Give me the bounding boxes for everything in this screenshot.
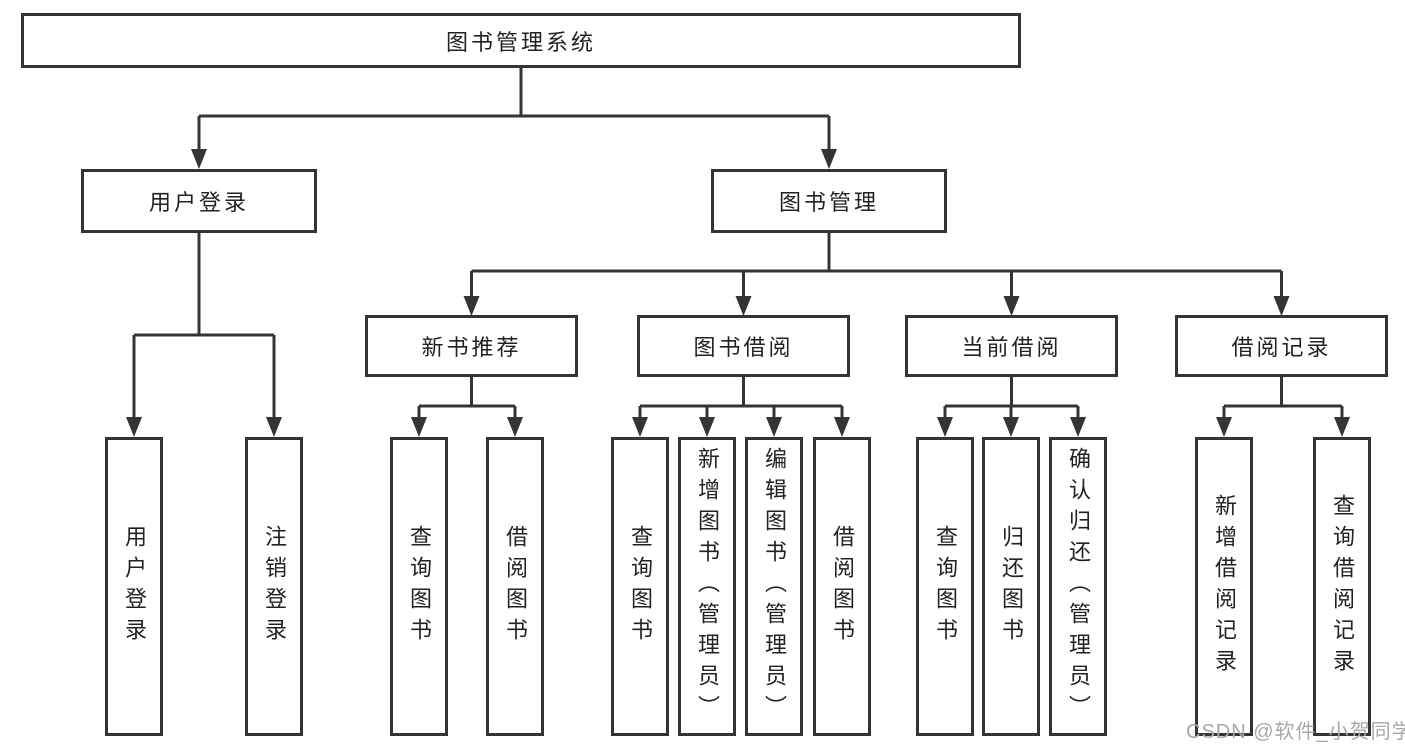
arrow-icon <box>1070 417 1086 437</box>
arrow-icon <box>507 417 523 437</box>
node-label: 查询图书 <box>407 524 432 649</box>
arrow-icon <box>1334 417 1350 437</box>
leaf-return-books: 归还图书 <box>982 437 1040 736</box>
arrow-icon <box>1273 296 1290 316</box>
node-borrow-records: 借阅记录 <box>1175 315 1388 377</box>
node-label: 图书管理系统 <box>445 29 596 55</box>
node-label: 借阅图书 <box>503 524 528 649</box>
arrow-icon <box>1003 296 1020 316</box>
node-label: 用户登录 <box>148 190 249 215</box>
node-current-borrow: 当前借阅 <box>905 315 1118 377</box>
leaf-add-borrow-record: 新增借阅记录 <box>1195 437 1253 736</box>
leaf-borrow-books: 借阅图书 <box>486 437 544 736</box>
node-label: 归还图书 <box>999 524 1024 649</box>
node-new-book-recommend: 新书推荐 <box>365 315 578 377</box>
node-label: 查询借阅记录 <box>1330 493 1355 680</box>
node-label: 新增图书（管理员） <box>695 447 720 726</box>
arrow-icon <box>1216 417 1232 437</box>
leaf-confirm-return-admin: 确认归还（管理员） <box>1049 437 1107 736</box>
arrow-icon <box>834 417 850 437</box>
node-library-management-system: 图书管理系统 <box>21 13 1021 68</box>
leaf-edit-books-admin: 编辑图书（管理员） <box>745 437 803 736</box>
node-label: 确认归还（管理员） <box>1066 447 1091 726</box>
leaf-query-books: 查询图书 <box>916 437 974 736</box>
connector-currentborrow-to-leaves <box>943 377 1080 420</box>
arrow-icon <box>463 296 480 316</box>
connector-newbook-to-leaves <box>417 377 517 420</box>
arrow-icon <box>126 417 142 437</box>
node-label: 用户登录 <box>122 524 147 649</box>
node-label: 新书推荐 <box>421 335 522 360</box>
connector-bookborrow-to-leaves <box>638 377 844 420</box>
leaf-user-login: 用户登录 <box>105 437 163 736</box>
connector-bookmgmt-to-level3 <box>470 233 1283 299</box>
leaf-logout: 注销登录 <box>245 437 303 736</box>
arrow-icon <box>1003 417 1019 437</box>
node-label: 借阅记录 <box>1231 335 1332 360</box>
leaf-query-books: 查询图书 <box>390 437 448 736</box>
connector-root-to-level2 <box>197 68 831 152</box>
leaf-query-borrow-record: 查询借阅记录 <box>1313 437 1371 736</box>
arrow-icon <box>191 149 207 169</box>
node-label: 编辑图书（管理员） <box>762 447 787 726</box>
node-label: 注销登录 <box>262 524 287 649</box>
node-label: 图书管理 <box>778 190 879 215</box>
node-user-login: 用户登录 <box>81 169 317 233</box>
arrow-icon <box>411 417 427 437</box>
csdn-watermark: CSDN @软件_小贺同学 <box>1186 721 1405 743</box>
leaf-query-books: 查询图书 <box>611 437 669 736</box>
node-label: 新增借阅记录 <box>1212 493 1237 680</box>
arrow-icon <box>632 417 648 437</box>
connector-borrowrecords-to-leaves <box>1222 377 1344 420</box>
leaf-add-books-admin: 新增图书（管理员） <box>678 437 736 736</box>
arrow-icon <box>821 149 837 169</box>
node-label: 当前借阅 <box>961 335 1062 360</box>
node-book-borrow: 图书借阅 <box>637 315 850 377</box>
node-label: 图书借阅 <box>693 335 794 360</box>
node-book-management: 图书管理 <box>711 169 947 233</box>
arrow-icon <box>735 296 752 316</box>
node-label: 查询图书 <box>933 524 958 649</box>
connector-userlogin-to-leaves <box>132 233 276 420</box>
arrow-icon <box>766 417 782 437</box>
arrow-icon <box>699 417 715 437</box>
arrowheads <box>126 149 1350 437</box>
arrow-icon <box>937 417 953 437</box>
arrow-icon <box>266 417 282 437</box>
node-label: 查询图书 <box>628 524 653 649</box>
leaf-borrow-books: 借阅图书 <box>813 437 871 736</box>
node-label: 借阅图书 <box>830 524 855 649</box>
